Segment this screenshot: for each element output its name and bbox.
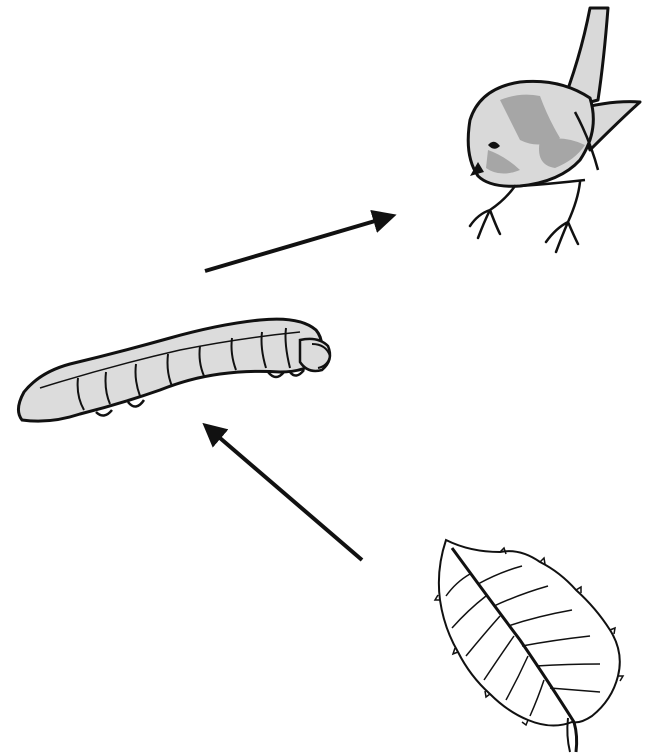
caterpillar-icon <box>18 319 330 421</box>
bird-icon <box>468 8 640 252</box>
arrow-leaf-to-caterpillar <box>206 426 362 560</box>
arrow-caterpillar-to-bird <box>205 216 392 271</box>
leaf-icon <box>435 540 623 752</box>
